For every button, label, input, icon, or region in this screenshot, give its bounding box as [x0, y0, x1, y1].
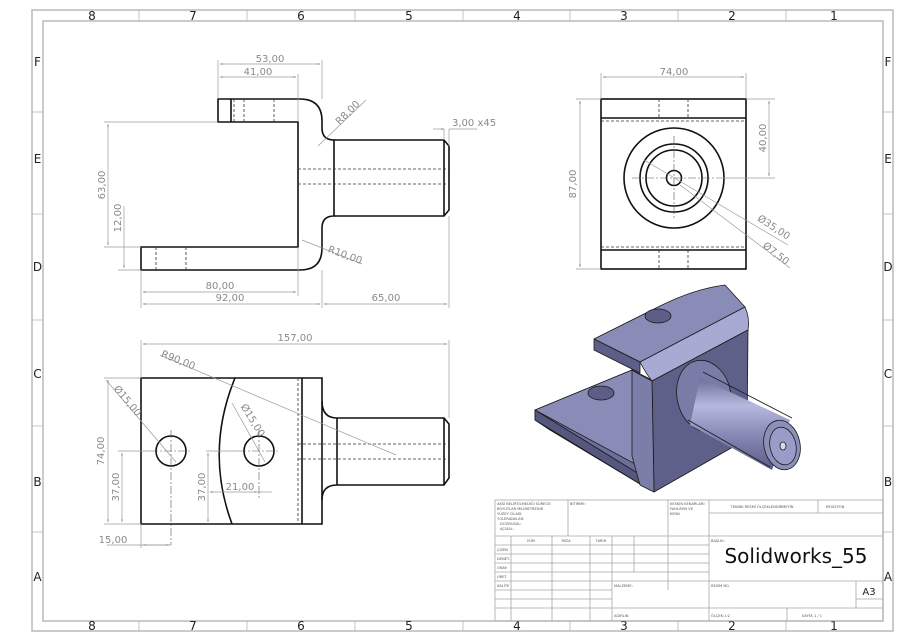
- svg-text:BİTİRME:: BİTİRME:: [570, 501, 586, 506]
- sheet-size: A3: [862, 587, 875, 598]
- svg-text:İMZA: İMZA: [561, 538, 571, 543]
- dim-21: 21,00: [226, 482, 255, 493]
- svg-text:7: 7: [189, 619, 197, 633]
- svg-text:TEKNİK RESMİ ÖLÇEKLENDİRMEYİN: TEKNİK RESMİ ÖLÇEKLENDİRMEYİN: [730, 504, 794, 509]
- dim-dia7_5: Ø7,50: [760, 240, 791, 268]
- svg-text:F: F: [885, 55, 892, 69]
- svg-text:D: D: [883, 260, 892, 274]
- svg-text:5: 5: [405, 9, 413, 23]
- dim-15: 15,00: [99, 535, 128, 546]
- svg-text:TARİH: TARİH: [595, 538, 607, 543]
- svg-text:BOYUTLAR MİLİMETREDİR: BOYUTLAR MİLİMETREDİR: [497, 506, 544, 511]
- svg-text:E: E: [34, 152, 42, 166]
- dim-37-left: 37,00: [111, 473, 122, 502]
- zone-labels-top: 8 7 6 5 4 3 2 1: [88, 9, 838, 23]
- svg-text:DOĞRUSAL:: DOĞRUSAL:: [500, 521, 522, 526]
- svg-text:6: 6: [297, 619, 305, 633]
- svg-text:2: 2: [728, 619, 736, 633]
- sheet-frame: [31, 9, 894, 632]
- front-view: 53,00 41,00 63,00 12,00 R8,00 R10,00 80,…: [97, 54, 496, 308]
- zone-labels-right: F E D C B A: [883, 55, 893, 584]
- dim-87: 87,00: [568, 170, 579, 199]
- svg-text:ÜRET.: ÜRET.: [497, 574, 507, 579]
- svg-text:ONAY.: ONAY.: [497, 566, 508, 570]
- dim-53: 53,00: [256, 54, 285, 65]
- svg-text:6: 6: [297, 9, 305, 23]
- svg-text:4: 4: [513, 619, 521, 633]
- svg-text:7: 7: [189, 9, 197, 23]
- dim-92: 92,00: [216, 293, 245, 304]
- svg-text:A: A: [33, 570, 42, 584]
- svg-text:MALZEME:: MALZEME:: [614, 584, 633, 588]
- svg-text:REVİZYON: REVİZYON: [826, 504, 845, 509]
- dim-12: 12,00: [113, 204, 124, 233]
- svg-text:KIRIN: KIRIN: [670, 512, 680, 516]
- dim-chamfer: 3,00 x45: [452, 118, 496, 129]
- dim-40: 40,00: [758, 124, 769, 153]
- svg-text:8: 8: [88, 619, 96, 633]
- svg-text:İSİM: İSİM: [527, 538, 535, 543]
- dim-dia15-right: Ø15,00: [238, 402, 268, 439]
- zone-labels-left: F E D C B A: [33, 55, 43, 584]
- svg-text:8: 8: [88, 9, 96, 23]
- svg-text:AĞIRLIK:: AĞIRLIK:: [614, 613, 629, 618]
- svg-text:TOLERANSLAR:: TOLERANSLAR:: [496, 517, 524, 521]
- svg-text:KALİTE: KALİTE: [497, 583, 510, 588]
- dim-dia35: Ø35,00: [755, 213, 792, 243]
- dim-63: 63,00: [97, 171, 108, 200]
- svg-text:1: 1: [830, 619, 838, 633]
- dim-157: 157,00: [278, 333, 313, 344]
- svg-text:3: 3: [620, 9, 628, 23]
- title-block: AKSİ BELİRTİLMEDİĞİ SÜRECE: BOYUTLAR MİL…: [494, 499, 884, 622]
- dim-r90: R90,00: [159, 349, 196, 373]
- svg-text:DENET.: DENET.: [497, 557, 510, 561]
- svg-text:BAŞLIK:: BAŞLIK:: [711, 539, 725, 543]
- dim-r10: R10,00: [326, 244, 363, 267]
- top-view: 157,00 R90,00 Ø15,00 Ø15,00 74,00 37,00 …: [96, 333, 450, 548]
- svg-text:C: C: [33, 367, 41, 381]
- svg-text:YÜZEY CİLASI:: YÜZEY CİLASI:: [497, 511, 523, 516]
- svg-text:FAHLAYIN VE: FAHLAYIN VE: [670, 507, 694, 511]
- dim-65: 65,00: [372, 293, 401, 304]
- drawing-title: Solidworks_55: [724, 544, 867, 568]
- side-view: 74,00 87,00 40,00 Ø35,00 Ø7,50: [568, 67, 792, 270]
- svg-text:3: 3: [620, 619, 628, 633]
- dim-dia15-left: Ø15,00: [111, 383, 144, 419]
- isometric-view: [534, 284, 801, 493]
- dim-80: 80,00: [206, 281, 235, 292]
- svg-text:ÇİZEN: ÇİZEN: [497, 547, 508, 552]
- svg-text:AÇISAL:: AÇISAL:: [500, 527, 514, 531]
- svg-text:D: D: [33, 260, 42, 274]
- dim-37-right: 37,00: [197, 473, 208, 502]
- svg-text:ÖLÇEK:1:2: ÖLÇEK:1:2: [711, 613, 730, 618]
- svg-text:SAYFA 1 / 1: SAYFA 1 / 1: [802, 614, 822, 618]
- zone-labels-bottom: 8 7 6 5 4 3 2 1: [88, 619, 838, 633]
- svg-text:AKSİ BELİRTİLMEDİĞİ SÜRECE:: AKSİ BELİRTİLMEDİĞİ SÜRECE:: [497, 501, 551, 506]
- svg-text:F: F: [34, 55, 41, 69]
- svg-text:5: 5: [405, 619, 413, 633]
- svg-text:C: C: [884, 367, 892, 381]
- svg-text:A: A: [884, 570, 893, 584]
- dim-41: 41,00: [244, 67, 273, 78]
- svg-text:B: B: [33, 475, 41, 489]
- svg-text:KESKİN KENARLARI: KESKİN KENARLARI: [670, 501, 705, 506]
- dim-74-top: 74,00: [96, 437, 107, 466]
- svg-text:B: B: [884, 475, 892, 489]
- dim-r8: R8,00: [334, 99, 362, 127]
- svg-text:2: 2: [728, 9, 736, 23]
- svg-text:1: 1: [830, 9, 838, 23]
- svg-text:RESİM NO.: RESİM NO.: [711, 583, 730, 588]
- dim-74-side: 74,00: [660, 67, 689, 78]
- svg-text:4: 4: [513, 9, 521, 23]
- svg-text:E: E: [884, 152, 892, 166]
